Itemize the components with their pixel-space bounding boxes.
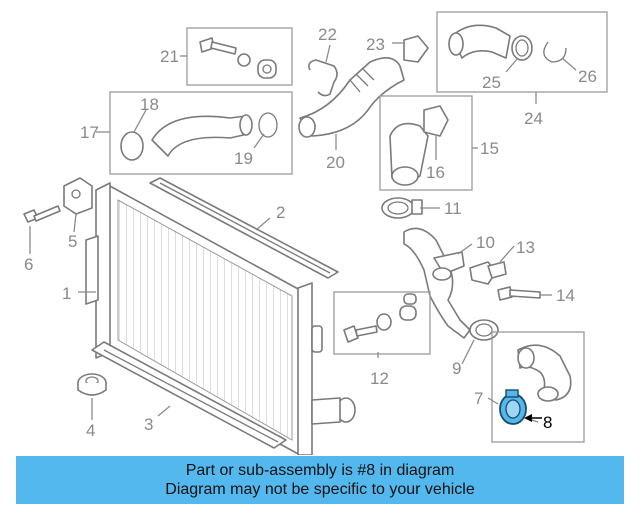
callout-1: 1 <box>62 284 71 303</box>
callout-21: 21 <box>160 47 179 66</box>
charge-pipe-10 <box>403 227 471 339</box>
hose-clamp-9 <box>469 319 499 341</box>
callout-19: 19 <box>234 149 253 168</box>
callout-24: 24 <box>524 109 543 128</box>
rubber-mount <box>77 373 107 396</box>
bolt-6 <box>23 205 61 223</box>
callout-8-arrowhead <box>524 414 532 422</box>
parts-group-7 <box>491 331 585 443</box>
banner-line-1: Part or sub-assembly is #8 in diagram <box>185 462 455 479</box>
callout-20: 20 <box>326 153 345 172</box>
callout-13: 13 <box>516 238 535 257</box>
callout-15: 15 <box>480 139 499 158</box>
callout-25: 25 <box>482 73 501 92</box>
callout-2: 2 <box>276 203 285 222</box>
lower-seal-strip <box>91 341 287 449</box>
callout-17: 17 <box>80 123 99 142</box>
callout-11: 11 <box>444 199 462 218</box>
parts-group-12 <box>333 291 431 355</box>
leader-lines <box>29 42 577 423</box>
callout-26: 26 <box>578 67 597 86</box>
parts-group-15 <box>379 95 473 191</box>
sensor-13 <box>469 261 507 285</box>
callout-22: 22 <box>318 25 337 44</box>
mounting-bracket <box>63 177 93 215</box>
callout-10: 10 <box>476 233 495 252</box>
callout-14: 14 <box>556 286 575 305</box>
callout-3: 3 <box>144 415 153 434</box>
callout-23: 23 <box>366 35 385 54</box>
intercooler-radiator <box>85 182 356 455</box>
parts-group-17 <box>109 91 293 175</box>
callout-8-highlighted: 8 <box>543 413 552 432</box>
banner-line-2: Diagram may not be specific to your vehi… <box>165 481 475 498</box>
callout-12: 12 <box>370 369 389 388</box>
callout-18: 18 <box>140 95 159 114</box>
exploded-parts-diagram: 1 2 3 4 5 6 7 8 9 10 11 12 13 14 15 16 1… <box>23 11 608 455</box>
callout-16: 16 <box>426 163 445 182</box>
callout-labels: 1 2 3 4 5 6 7 8 9 10 11 12 13 14 15 16 1… <box>24 25 597 440</box>
callout-5: 5 <box>68 232 77 251</box>
parts-group-24 <box>436 11 608 93</box>
upper-seal-strip <box>149 177 339 279</box>
hose-clamp-8-highlighted <box>499 389 527 425</box>
callout-6: 6 <box>24 255 33 274</box>
bolt-14 <box>497 286 541 301</box>
parts-group-21 <box>186 27 293 86</box>
hose-clamp-11 <box>381 197 423 219</box>
callout-4: 4 <box>86 421 95 440</box>
callout-7: 7 <box>474 389 483 408</box>
info-banner: Part or sub-assembly is #8 in diagram Di… <box>16 456 624 504</box>
intake-duct-20 <box>298 35 429 138</box>
callout-9: 9 <box>452 359 461 378</box>
